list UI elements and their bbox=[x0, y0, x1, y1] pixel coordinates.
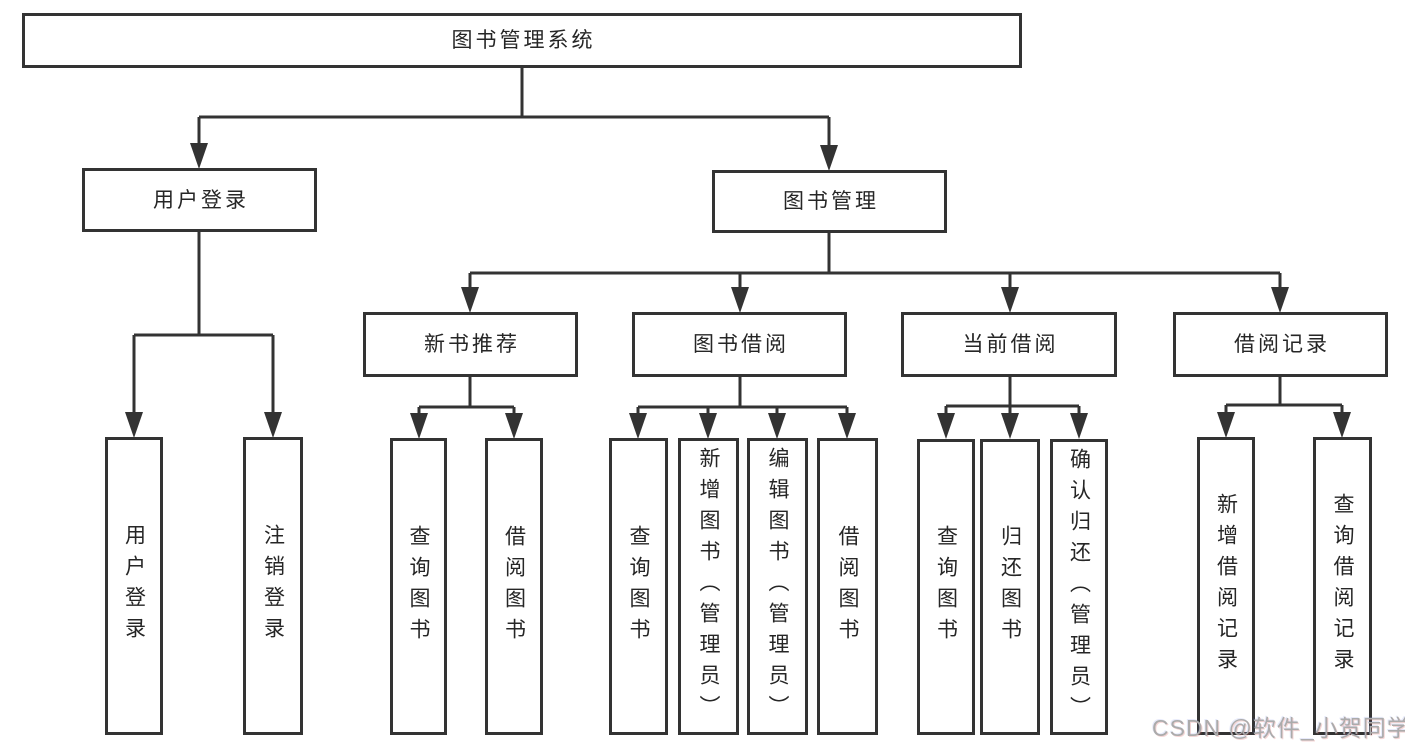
leaf-current-return-books: 归还图书 bbox=[980, 439, 1040, 735]
leaf-records-query-record: 查询借阅记录 bbox=[1313, 437, 1372, 735]
leaf-current-confirm-return-admin: 确认归还（管理员） bbox=[1050, 439, 1108, 735]
node-new-book-recommend: 新书推荐 bbox=[363, 312, 578, 377]
arrowhead bbox=[125, 412, 143, 438]
arrowhead bbox=[461, 287, 479, 313]
csdn-watermark: CSDN @软件_小贺同学 bbox=[1152, 715, 1405, 741]
arrowhead bbox=[410, 413, 428, 439]
leaf-recommend-query-books: 查询图书 bbox=[390, 438, 447, 735]
arrowhead bbox=[838, 413, 856, 439]
connector-new-book-recommend-to-leaves bbox=[410, 376, 523, 439]
connector-book-borrowing-to-leaves bbox=[629, 376, 856, 439]
arrowhead bbox=[505, 413, 523, 439]
connector-user-login-to-leaves bbox=[125, 231, 282, 438]
arrowhead bbox=[937, 413, 955, 439]
connector-line bbox=[636, 376, 849, 415]
connector-line bbox=[417, 376, 516, 415]
leaf-borrowing-add-books-admin: 新增图书（管理员） bbox=[678, 438, 739, 735]
connector-book-management-to-level3 bbox=[461, 232, 1289, 313]
leaf-borrowing-edit-books-admin: 编辑图书（管理员） bbox=[747, 438, 808, 735]
node-book-management: 图书管理 bbox=[712, 170, 947, 233]
leaf-current-query-books: 查询图书 bbox=[917, 439, 975, 735]
arrowhead bbox=[699, 413, 717, 439]
arrowhead bbox=[1271, 287, 1289, 313]
connector-line bbox=[944, 376, 1081, 415]
arrowhead bbox=[264, 412, 282, 438]
arrowhead bbox=[731, 287, 749, 313]
connector-line bbox=[468, 232, 1282, 289]
node-user-login: 用户登录 bbox=[82, 168, 317, 232]
node-current-borrowing: 当前借阅 bbox=[901, 312, 1117, 377]
arrowhead bbox=[1001, 287, 1019, 313]
arrowhead bbox=[1333, 412, 1351, 438]
arrowhead bbox=[190, 143, 208, 169]
leaf-logout: 注销登录 bbox=[243, 437, 303, 735]
arrowhead bbox=[1217, 412, 1235, 438]
node-book-borrowing: 图书借阅 bbox=[632, 312, 847, 377]
connector-line bbox=[132, 231, 275, 414]
connector-line bbox=[1224, 376, 1344, 414]
connector-line bbox=[197, 66, 831, 148]
leaf-borrowing-borrow-books: 借阅图书 bbox=[817, 438, 878, 735]
leaf-borrowing-query-books: 查询图书 bbox=[609, 438, 668, 735]
arrowhead bbox=[820, 145, 838, 171]
arrowhead bbox=[1070, 413, 1088, 439]
arrowhead bbox=[629, 413, 647, 439]
node-root: 图书管理系统 bbox=[22, 13, 1022, 68]
connector-current-borrowing-to-leaves bbox=[937, 376, 1088, 439]
leaf-recommend-borrow-books: 借阅图书 bbox=[485, 438, 543, 735]
arrowhead bbox=[1001, 413, 1019, 439]
connector-borrowing-records-to-leaves bbox=[1217, 376, 1351, 438]
arrowhead bbox=[768, 413, 786, 439]
leaf-user-login: 用户登录 bbox=[105, 437, 163, 735]
connector-root-to-level2 bbox=[190, 66, 838, 171]
leaf-records-add-record: 新增借阅记录 bbox=[1197, 437, 1255, 735]
node-borrowing-records: 借阅记录 bbox=[1173, 312, 1388, 377]
